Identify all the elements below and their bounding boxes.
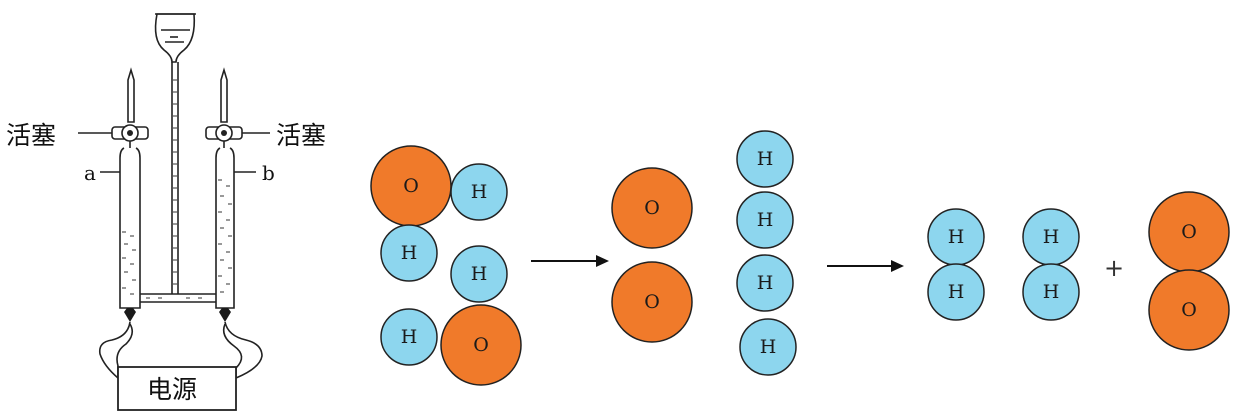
svg-text:H: H (401, 242, 418, 264)
atom-oxygen: O (611, 261, 693, 343)
power-source-box (117, 366, 237, 411)
svg-text:H: H (948, 281, 965, 303)
atom-hydrogen: H (450, 163, 508, 221)
central-tube (171, 62, 179, 294)
svg-text:H: H (471, 263, 488, 285)
svg-text:O: O (644, 197, 660, 219)
svg-text:O: O (1181, 299, 1197, 321)
svg-text:H: H (757, 209, 774, 231)
svg-text:H: H (471, 181, 488, 203)
svg-text:H: H (1043, 226, 1060, 248)
atom-hydrogen: H (736, 130, 794, 188)
left-tube (119, 67, 141, 309)
svg-text:H: H (948, 226, 965, 248)
svg-text:O: O (403, 175, 419, 197)
atom-oxygen: O (1148, 269, 1230, 351)
stage-water-molecules: O H H H H O (370, 145, 522, 386)
atom-hydrogen: H (927, 208, 985, 266)
right-stopcock (205, 124, 270, 142)
atom-hydrogen: H (736, 191, 794, 249)
svg-text:H: H (757, 148, 774, 170)
svg-text:O: O (644, 291, 660, 313)
atom-hydrogen: H (380, 224, 438, 282)
stage-products: H H H H + O O (927, 191, 1230, 351)
atom-oxygen: O (1148, 191, 1230, 273)
atom-hydrogen: H (380, 308, 438, 366)
stage-separated-atoms: O O H H H H (611, 130, 797, 376)
plus-sign: + (1104, 254, 1124, 282)
atom-hydrogen: H (450, 245, 508, 303)
hydrogen-molecule: H H (1022, 208, 1080, 321)
left-stopcock (78, 124, 149, 142)
stopcock-left-label: 活塞 (6, 121, 56, 150)
hydrogen-molecule: H H (927, 208, 985, 321)
electrodes (124, 308, 231, 322)
tube-b-label: b (262, 161, 275, 185)
wires (98, 321, 263, 379)
electrolysis-apparatus (78, 13, 270, 411)
atom-hydrogen: H (1022, 208, 1080, 266)
atom-hydrogen: H (1022, 263, 1080, 321)
atom-oxygen: O (440, 304, 522, 386)
oxygen-molecule: O O (1148, 191, 1230, 351)
atom-hydrogen: H (739, 318, 797, 376)
reaction-arrow (531, 255, 609, 267)
power-source-label: 电源 (147, 375, 197, 404)
stopcock-right-label: 活塞 (276, 121, 326, 150)
svg-text:O: O (473, 334, 489, 356)
svg-text:H: H (757, 272, 774, 294)
atom-hydrogen: H (927, 263, 985, 321)
connecting-tube (140, 293, 216, 303)
svg-text:H: H (760, 336, 777, 358)
reaction-arrow (827, 260, 904, 272)
atom-hydrogen: H (736, 254, 794, 312)
tube-a-label: a (84, 161, 96, 185)
reservoir-funnel (154, 13, 196, 63)
svg-text:O: O (1181, 221, 1197, 243)
atom-oxygen: O (370, 145, 452, 227)
right-tube (215, 67, 235, 309)
atom-oxygen: O (611, 167, 693, 249)
svg-text:H: H (1043, 281, 1060, 303)
svg-text:H: H (401, 326, 418, 348)
